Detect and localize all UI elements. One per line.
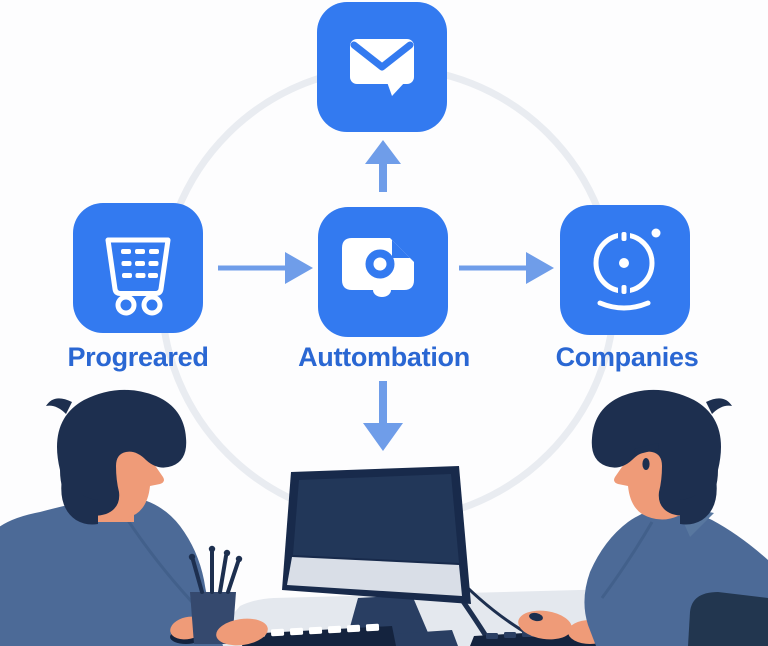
office-scene xyxy=(0,389,768,646)
right-person-eye xyxy=(642,458,650,470)
left-person-hair xyxy=(57,389,187,516)
monitor-chin xyxy=(287,557,462,596)
left-person xyxy=(0,389,396,646)
message-envelope-icon xyxy=(350,39,414,96)
cart-tile xyxy=(73,203,203,333)
arrow-right-icon xyxy=(459,252,554,284)
shopping-cart-icon xyxy=(105,237,171,316)
arrow-down-icon xyxy=(363,381,403,451)
node-label-companies: Companies xyxy=(555,342,699,372)
webcam-tile xyxy=(560,205,690,335)
monitor xyxy=(282,466,547,646)
left-person-hand-2 xyxy=(216,618,268,646)
arrow-right-icon xyxy=(218,252,313,284)
left-keyboard-keys xyxy=(251,623,380,638)
node-label-auttombation: Auttombation xyxy=(298,342,470,372)
right-person-hair xyxy=(591,389,721,516)
right-person xyxy=(470,389,768,646)
office-chair-right xyxy=(688,592,768,646)
monitor-screen xyxy=(293,474,459,563)
message-tile xyxy=(317,2,447,132)
camera-tile xyxy=(318,207,448,337)
pens xyxy=(188,545,243,594)
webcam-dial-icon xyxy=(593,228,661,311)
node-label-progreared: Progreared xyxy=(67,342,209,372)
photo-camera-icon xyxy=(342,238,414,297)
right-person-eyebrow xyxy=(634,443,659,455)
arrow-up-icon xyxy=(365,140,401,192)
left-person-body xyxy=(0,496,223,646)
